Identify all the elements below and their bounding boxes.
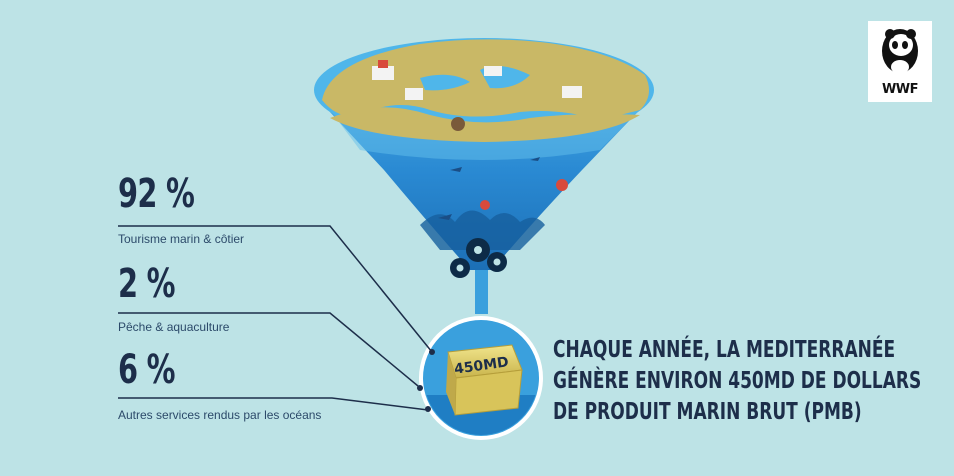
stat-tourism-value: 92 % bbox=[118, 171, 195, 217]
gears-icon bbox=[450, 238, 507, 278]
connector-dots bbox=[417, 349, 435, 412]
headline-line-1: CHAQUE ANNÉE, LA MEDITERRANÉE bbox=[553, 337, 896, 363]
stat-other-value: 6 % bbox=[118, 347, 175, 393]
wwf-logo: WWF bbox=[868, 21, 932, 102]
funnel-pipe bbox=[475, 270, 488, 314]
stat-tourism: 92 % Tourisme marin & côtier bbox=[118, 171, 333, 246]
stat-fishing-value: 2 % bbox=[118, 261, 175, 307]
mediterranean-map bbox=[314, 38, 654, 142]
wwf-logo-text: WWF bbox=[881, 82, 919, 97]
connector-lines bbox=[118, 225, 433, 411]
stat-fishing: 2 % Pêche & aquaculture bbox=[118, 261, 333, 334]
headline: CHAQUE ANNÉE, LA MEDITERRANÉE GÉNÈRE ENV… bbox=[553, 335, 921, 428]
stat-fishing-label: Pêche & aquaculture bbox=[118, 320, 230, 334]
stat-tourism-label: Tourisme marin & côtier bbox=[118, 232, 245, 246]
treasure-circle: 450MD bbox=[419, 316, 543, 440]
headline-line-3: DE PRODUIT MARIN BRUT (PMB) bbox=[553, 399, 862, 425]
panda-icon bbox=[882, 29, 918, 74]
chest-amount: 450MD bbox=[453, 354, 509, 377]
stat-other: 6 % Autres services rendus par les océan… bbox=[118, 347, 333, 422]
headline-line-2: GÉNÈRE ENVIRON 450MD DE DOLLARS bbox=[553, 368, 922, 394]
stat-other-label: Autres services rendus par les océans bbox=[118, 408, 322, 422]
